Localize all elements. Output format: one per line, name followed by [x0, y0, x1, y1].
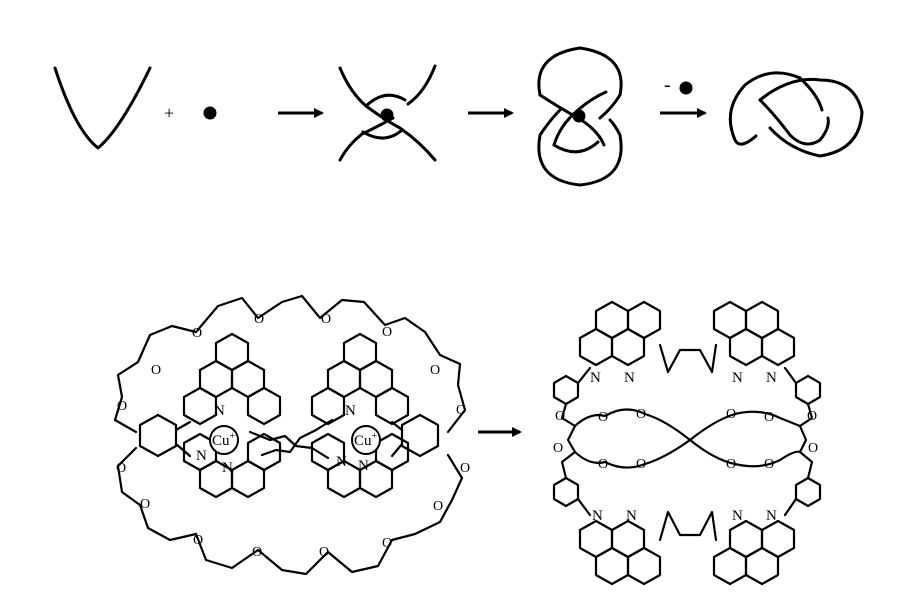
svg-text:N: N: [590, 370, 601, 386]
svg-text:N: N: [214, 403, 225, 419]
svg-text:O: O: [193, 533, 203, 548]
entwined-strands: [338, 64, 437, 162]
svg-text:N: N: [626, 508, 637, 524]
svg-text:O: O: [252, 545, 262, 560]
svg-text:O: O: [555, 409, 565, 424]
svg-text:O: O: [598, 410, 608, 425]
figure-eight-chain: [560, 402, 814, 480]
svg-text:O: O: [460, 461, 470, 476]
right-side-rings: [552, 366, 822, 517]
svg-text:O: O: [726, 457, 736, 472]
svg-text:O: O: [382, 536, 392, 551]
central-linkers: [174, 418, 404, 460]
svg-text:N: N: [624, 370, 635, 386]
ether-oxygens: O O O O O O O O O O O O O O O O: [116, 312, 470, 560]
open-strand: [53, 66, 152, 150]
svg-text:O: O: [807, 409, 817, 424]
bottom-linker: [658, 510, 718, 542]
svg-text:O: O: [192, 326, 202, 341]
molecule-left: O O O O O O O O O O O O O O O O: [113, 294, 470, 576]
svg-text:N: N: [766, 508, 777, 524]
svg-text:O: O: [321, 312, 331, 327]
trefoil-knot: [728, 71, 864, 158]
svg-text:Cu+: Cu+: [354, 431, 378, 449]
svg-text:N: N: [358, 458, 369, 474]
outer-chain-top: [113, 294, 467, 434]
svg-text:N: N: [222, 460, 233, 476]
svg-text:N: N: [766, 370, 777, 386]
svg-text:O: O: [636, 407, 646, 422]
knot-with-template: [537, 46, 623, 187]
phenanthroline-upper-right: [310, 332, 410, 426]
phenanthroline-lower-right: [310, 432, 410, 499]
svg-text:N: N: [196, 448, 207, 464]
svg-text:O: O: [254, 312, 264, 327]
outer-chain-bottom: [116, 446, 464, 576]
copper-center-right: Cu+ N N N: [336, 403, 381, 474]
molecule-right: N N N N N N N N: [552, 300, 822, 586]
svg-text:N: N: [345, 403, 356, 419]
svg-text:O: O: [433, 499, 443, 514]
svg-text:O: O: [319, 545, 329, 560]
svg-text:O: O: [151, 363, 161, 378]
svg-text:O: O: [726, 407, 736, 422]
svg-text:N: N: [336, 454, 347, 470]
svg-text:O: O: [117, 399, 127, 414]
svg-text:N: N: [592, 508, 603, 524]
svg-text:O: O: [382, 325, 392, 340]
svg-text:O: O: [764, 410, 774, 425]
svg-text:O: O: [116, 461, 126, 476]
svg-text:O: O: [430, 363, 440, 378]
top-linker: [658, 343, 718, 374]
plus-sign: +: [164, 103, 174, 123]
minus-sign: -: [664, 74, 671, 96]
right-phen-top-left: [578, 300, 662, 367]
copper-center-left: Cu+ N N N: [196, 403, 239, 476]
phenanthroline-upper-left: [182, 332, 282, 426]
svg-text:O: O: [764, 457, 774, 472]
svg-text:O: O: [456, 403, 466, 418]
right-phen-bottom-left: [578, 519, 662, 586]
template-dot: [203, 106, 217, 120]
svg-text:O: O: [808, 441, 818, 456]
svg-text:O: O: [636, 457, 646, 472]
svg-text:N: N: [732, 370, 743, 386]
right-phen-top-right: [712, 300, 796, 367]
right-ether-oxygens: O O O O O O O O O O O O: [553, 407, 818, 472]
svg-text:Cu+: Cu+: [212, 431, 236, 449]
svg-text:O: O: [598, 457, 608, 472]
svg-text:O: O: [140, 497, 150, 512]
aryl-rings-left-molecule: [138, 413, 440, 458]
right-phen-bottom-right: [712, 519, 796, 586]
phenanthroline-lower-left: [182, 432, 282, 499]
top-row: + -: [53, 46, 864, 187]
svg-text:O: O: [553, 441, 563, 456]
removed-dot: [679, 81, 693, 95]
svg-text:N: N: [732, 508, 743, 524]
